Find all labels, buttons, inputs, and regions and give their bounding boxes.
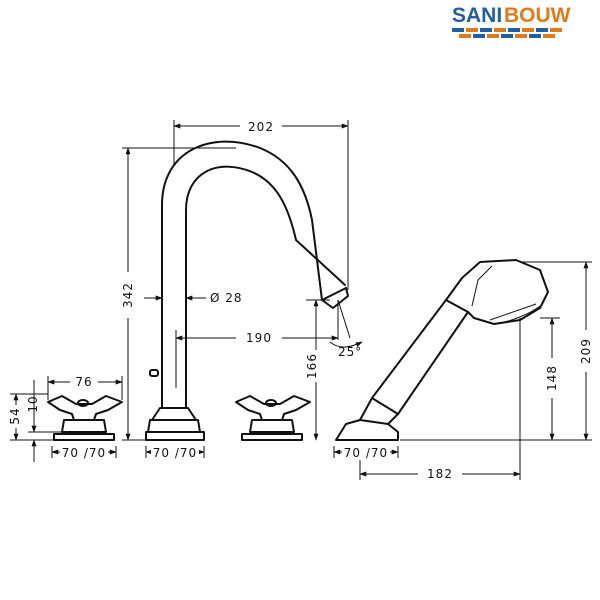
dim-handle-height: 54 [8, 393, 54, 441]
dim-holder-height: 148 [400, 317, 560, 441]
dim-angle-label: 25° [338, 345, 362, 359]
logo-word-sani: SANI [452, 4, 502, 27]
dimensions: 202 342 Ø 28 190 166 [8, 120, 593, 481]
dim-54-label: 54 [8, 407, 22, 424]
dim-202-label: 202 [248, 120, 274, 134]
dim-center-distance: 190 [175, 330, 339, 388]
dim-342-label: 342 [121, 282, 135, 308]
dim-190-label: 190 [246, 331, 272, 345]
dim-166-label: 166 [305, 353, 319, 379]
dim-148-label: 148 [545, 365, 559, 391]
hand-shower [335, 259, 549, 441]
dim-height: 342 [121, 147, 236, 441]
right-handle [235, 395, 311, 441]
dim-182-label: 182 [427, 467, 453, 481]
dim-shower-reach: 182 [359, 318, 521, 481]
logo-brick-pattern [452, 28, 562, 38]
logo-word-bouw: BOUW [504, 4, 571, 27]
dim-shower-height: 209 [520, 261, 593, 441]
dim-base-height: 10 [26, 380, 62, 462]
spout [145, 140, 349, 441]
dim-diameter-label: Ø 28 [210, 291, 243, 305]
dim-76-label: 76 [75, 375, 92, 389]
sanibouw-logo: SANI BOUW [452, 4, 571, 38]
dim-spout-reach: 202 [173, 120, 349, 290]
dim-handle-width: 76 [47, 375, 123, 400]
dim-spout-diameter: Ø 28 [144, 291, 243, 305]
dim-base-spout-label: 70 /70 [153, 446, 197, 460]
dim-spout-angle: 25° [329, 299, 363, 359]
dim-base-left-handle: 70 /70 [51, 444, 117, 460]
dim-base-shower: 70 /70 [333, 444, 399, 460]
left-handle [47, 395, 123, 441]
dim-10-label: 10 [26, 395, 40, 412]
dim-base-spout: 70 /70 [145, 444, 205, 460]
dim-outlet-height: 166 [305, 299, 330, 441]
dim-209-label: 209 [579, 338, 593, 364]
dim-base-left-label: 70 /70 [62, 446, 106, 460]
dim-base-shower-label: 70 /70 [344, 446, 388, 460]
